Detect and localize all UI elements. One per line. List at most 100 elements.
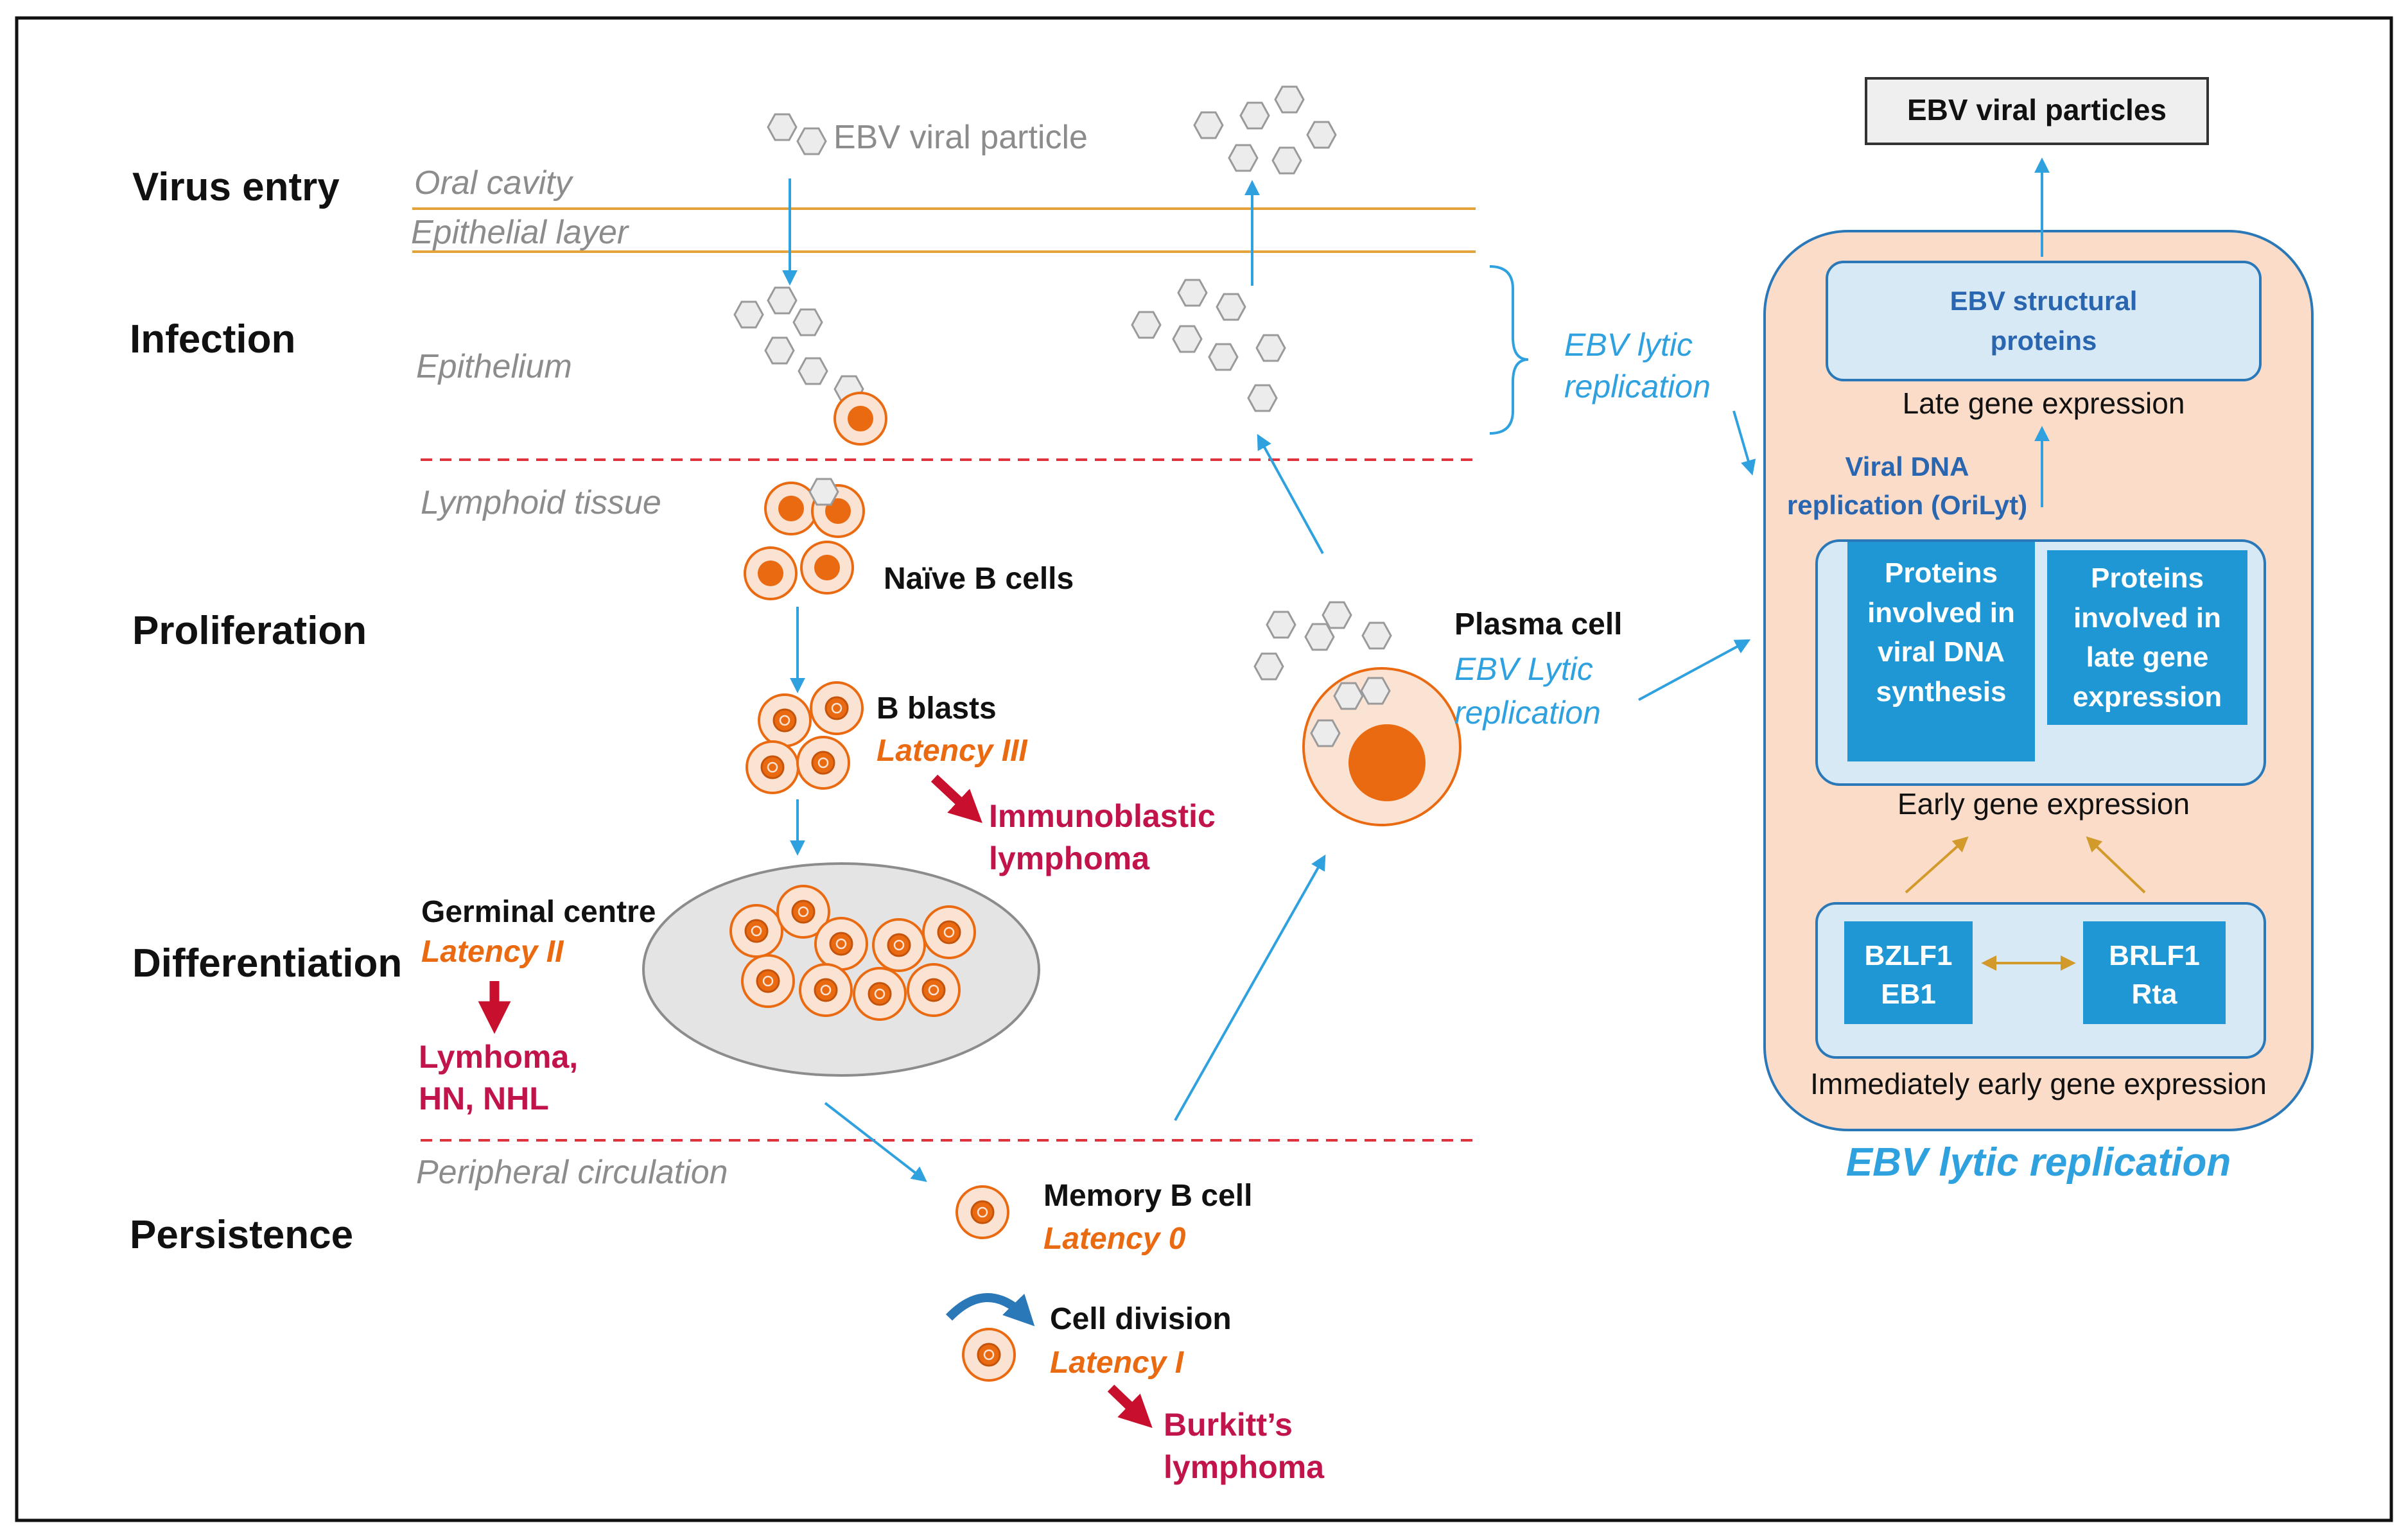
- label-immunoblastic-lymphoma-1: Immunoblastic: [989, 798, 1216, 834]
- arrow-bzlf1-to-early: [1905, 836, 1969, 894]
- viral-particle: [767, 113, 798, 141]
- germinal-centre-cell: [922, 905, 976, 959]
- label-burkitt-1: Burkitt’s: [1164, 1407, 1293, 1443]
- label-lymhoma-1: Lymhoma,: [419, 1039, 579, 1075]
- arrow-plasma-to-epithelium: [1257, 433, 1324, 554]
- stage-differentiation: Differentiation: [132, 941, 403, 986]
- germinal-centre-cell: [799, 963, 853, 1017]
- viral-particle: [1255, 334, 1286, 362]
- germinal-centre-cell: [741, 954, 795, 1008]
- immediate-early-expression: Immediately early gene expression: [1810, 1067, 2267, 1100]
- germinal-centre-cell: [872, 918, 926, 972]
- b-blast-cell: [810, 681, 864, 735]
- viral-particle: [1306, 121, 1337, 149]
- germinal-centre-cell: [853, 967, 907, 1021]
- epithelium-bracket: [1489, 265, 1529, 435]
- arrow-brlf1-to-early: [2086, 836, 2146, 894]
- tissue-epithelial-layer: Epithelial layer: [411, 214, 629, 251]
- bzlf1-line2: EB1: [1881, 978, 1936, 1010]
- viral-particle: [1239, 101, 1270, 130]
- label-ebv-viral-particle: EBV viral particle: [833, 119, 1088, 156]
- viral-particle: [1208, 343, 1239, 371]
- label-plasma-cell: Plasma cell: [1454, 607, 1623, 641]
- cell-division-curved-arrow: [945, 1293, 1035, 1326]
- viral-particle: [1322, 601, 1352, 629]
- stage-persistence: Persistence: [130, 1213, 354, 1257]
- label-latency-iii: Latency III: [877, 734, 1027, 768]
- bzlf1-line1: BZLF1: [1864, 940, 1953, 971]
- dividing-b-cell: [962, 1328, 1016, 1382]
- proteins-late-gene-text: Proteins involved in late gene expressio…: [2072, 562, 2222, 713]
- label-naive-b-cells: Naïve B cells: [884, 562, 1074, 596]
- label-memory-b-cell: Memory B cell: [1043, 1179, 1253, 1213]
- structural-proteins-box: [1826, 261, 2262, 381]
- output-viral-particles: EBV viral particles: [1907, 93, 2167, 126]
- viral-particle: [767, 286, 798, 315]
- arrow-latency-iii-to-lymphoma: [930, 774, 982, 823]
- stage-infection: Infection: [130, 317, 296, 361]
- viral-particle: [1310, 719, 1341, 747]
- stage-virus-entry: Virus entry: [132, 165, 340, 209]
- arrow-gc-to-memory: [824, 1102, 927, 1182]
- label-immunoblastic-lymphoma-2: lymphoma: [989, 840, 1150, 876]
- label-bracket-lytic-2: replication: [1564, 369, 1711, 404]
- tissue-oral-cavity: Oral cavity: [414, 164, 572, 202]
- viral-particle: [1131, 311, 1162, 339]
- viral-particle: [1253, 652, 1284, 681]
- b-blast-cell: [758, 693, 812, 747]
- proteins-viral-dna-box: [1847, 542, 2035, 761]
- viral-particle: [1247, 384, 1278, 412]
- viral-particle: [808, 478, 839, 506]
- bzlf1-box: [1844, 921, 1973, 1024]
- label-cell-division: Cell division: [1050, 1302, 1232, 1336]
- tissue-peripheral-circulation: Peripheral circulation: [416, 1154, 728, 1191]
- viral-particle: [796, 127, 827, 155]
- viral-particles-output-box: [1865, 77, 2209, 145]
- viral-particle: [1361, 622, 1392, 650]
- brlf1-box: [2083, 921, 2226, 1024]
- label-bracket-lytic-1: EBV lytic: [1564, 327, 1693, 363]
- memory-b-cell: [955, 1185, 1009, 1239]
- proteins-late-gene-box: [2047, 550, 2247, 725]
- outer-frame: [15, 16, 2393, 1522]
- viral-dna-line1: Viral DNA: [1845, 451, 1969, 482]
- arrow-memory-to-plasma: [1174, 854, 1326, 1121]
- viral-particle: [1360, 677, 1391, 705]
- early-gene-expression: Early gene expression: [1897, 787, 2190, 821]
- brlf1-line1: BRLF1: [2109, 940, 2200, 971]
- viral-particle: [733, 300, 764, 329]
- arrow-latency-i-to-burkitt: [1107, 1384, 1153, 1429]
- arrow-bracket-to-panel: [1732, 410, 1756, 476]
- viral-particle: [1172, 325, 1203, 353]
- viral-particle: [1274, 85, 1305, 114]
- label-latency-ii: Latency II: [421, 935, 564, 969]
- germinal-centre-cell: [729, 904, 783, 958]
- infected-epithelial-cell: [833, 392, 887, 446]
- plasma-cell-nucleus: [1348, 724, 1426, 801]
- naive-b-cell: [800, 541, 854, 595]
- late-gene-expression: Late gene expression: [1902, 387, 2185, 420]
- structural-proteins-line1: EBV structural: [1950, 286, 2138, 316]
- label-germinal-centre: Germinal centre: [421, 895, 656, 929]
- germinal-centre-cell: [814, 917, 868, 971]
- germinal-centre-cell: [907, 963, 961, 1017]
- viral-particle: [1333, 682, 1364, 710]
- brlf1-line2: Rta: [2131, 978, 2177, 1010]
- b-blast-cell: [796, 736, 850, 790]
- viral-dna-line2: replication (OriLyt): [1786, 490, 2028, 520]
- arrow-plasma-to-panel: [1638, 639, 1751, 701]
- viral-particle: [798, 357, 828, 385]
- label-burkitt-2: lymphoma: [1164, 1449, 1325, 1485]
- tissue-epithelium: Epithelium: [416, 348, 572, 385]
- viral-particle: [1193, 111, 1224, 139]
- label-plasma-lytic-1: EBV Lytic: [1454, 651, 1593, 687]
- viral-particle: [1271, 146, 1302, 175]
- tissue-lymphoid: Lymphoid tissue: [421, 484, 661, 521]
- viral-particle: [1216, 293, 1246, 321]
- proteins-viral-dna-text: Proteins involved in viral DNA synthesis: [1867, 557, 2015, 708]
- viral-particle: [764, 336, 795, 365]
- label-lymhoma-2: HN, NHL: [419, 1081, 549, 1117]
- label-b-blasts: B blasts: [877, 691, 997, 726]
- label-latency-i: Latency I: [1050, 1346, 1184, 1380]
